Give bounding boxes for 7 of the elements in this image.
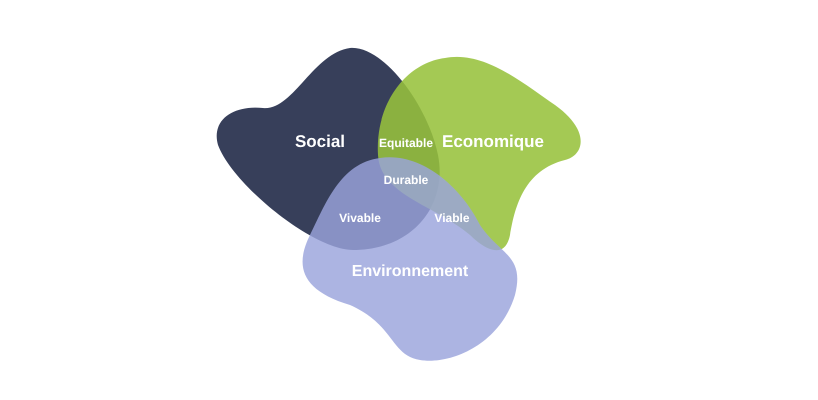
overlap-label: Vivable <box>339 211 381 225</box>
set-label: Environnement <box>352 263 468 281</box>
overlap-label: Viable <box>434 211 470 225</box>
overlap-label: Durable <box>384 173 428 187</box>
set-label: Economique <box>442 132 544 152</box>
overlap-label: Equitable <box>379 136 433 150</box>
set-label: Social <box>294 132 346 152</box>
